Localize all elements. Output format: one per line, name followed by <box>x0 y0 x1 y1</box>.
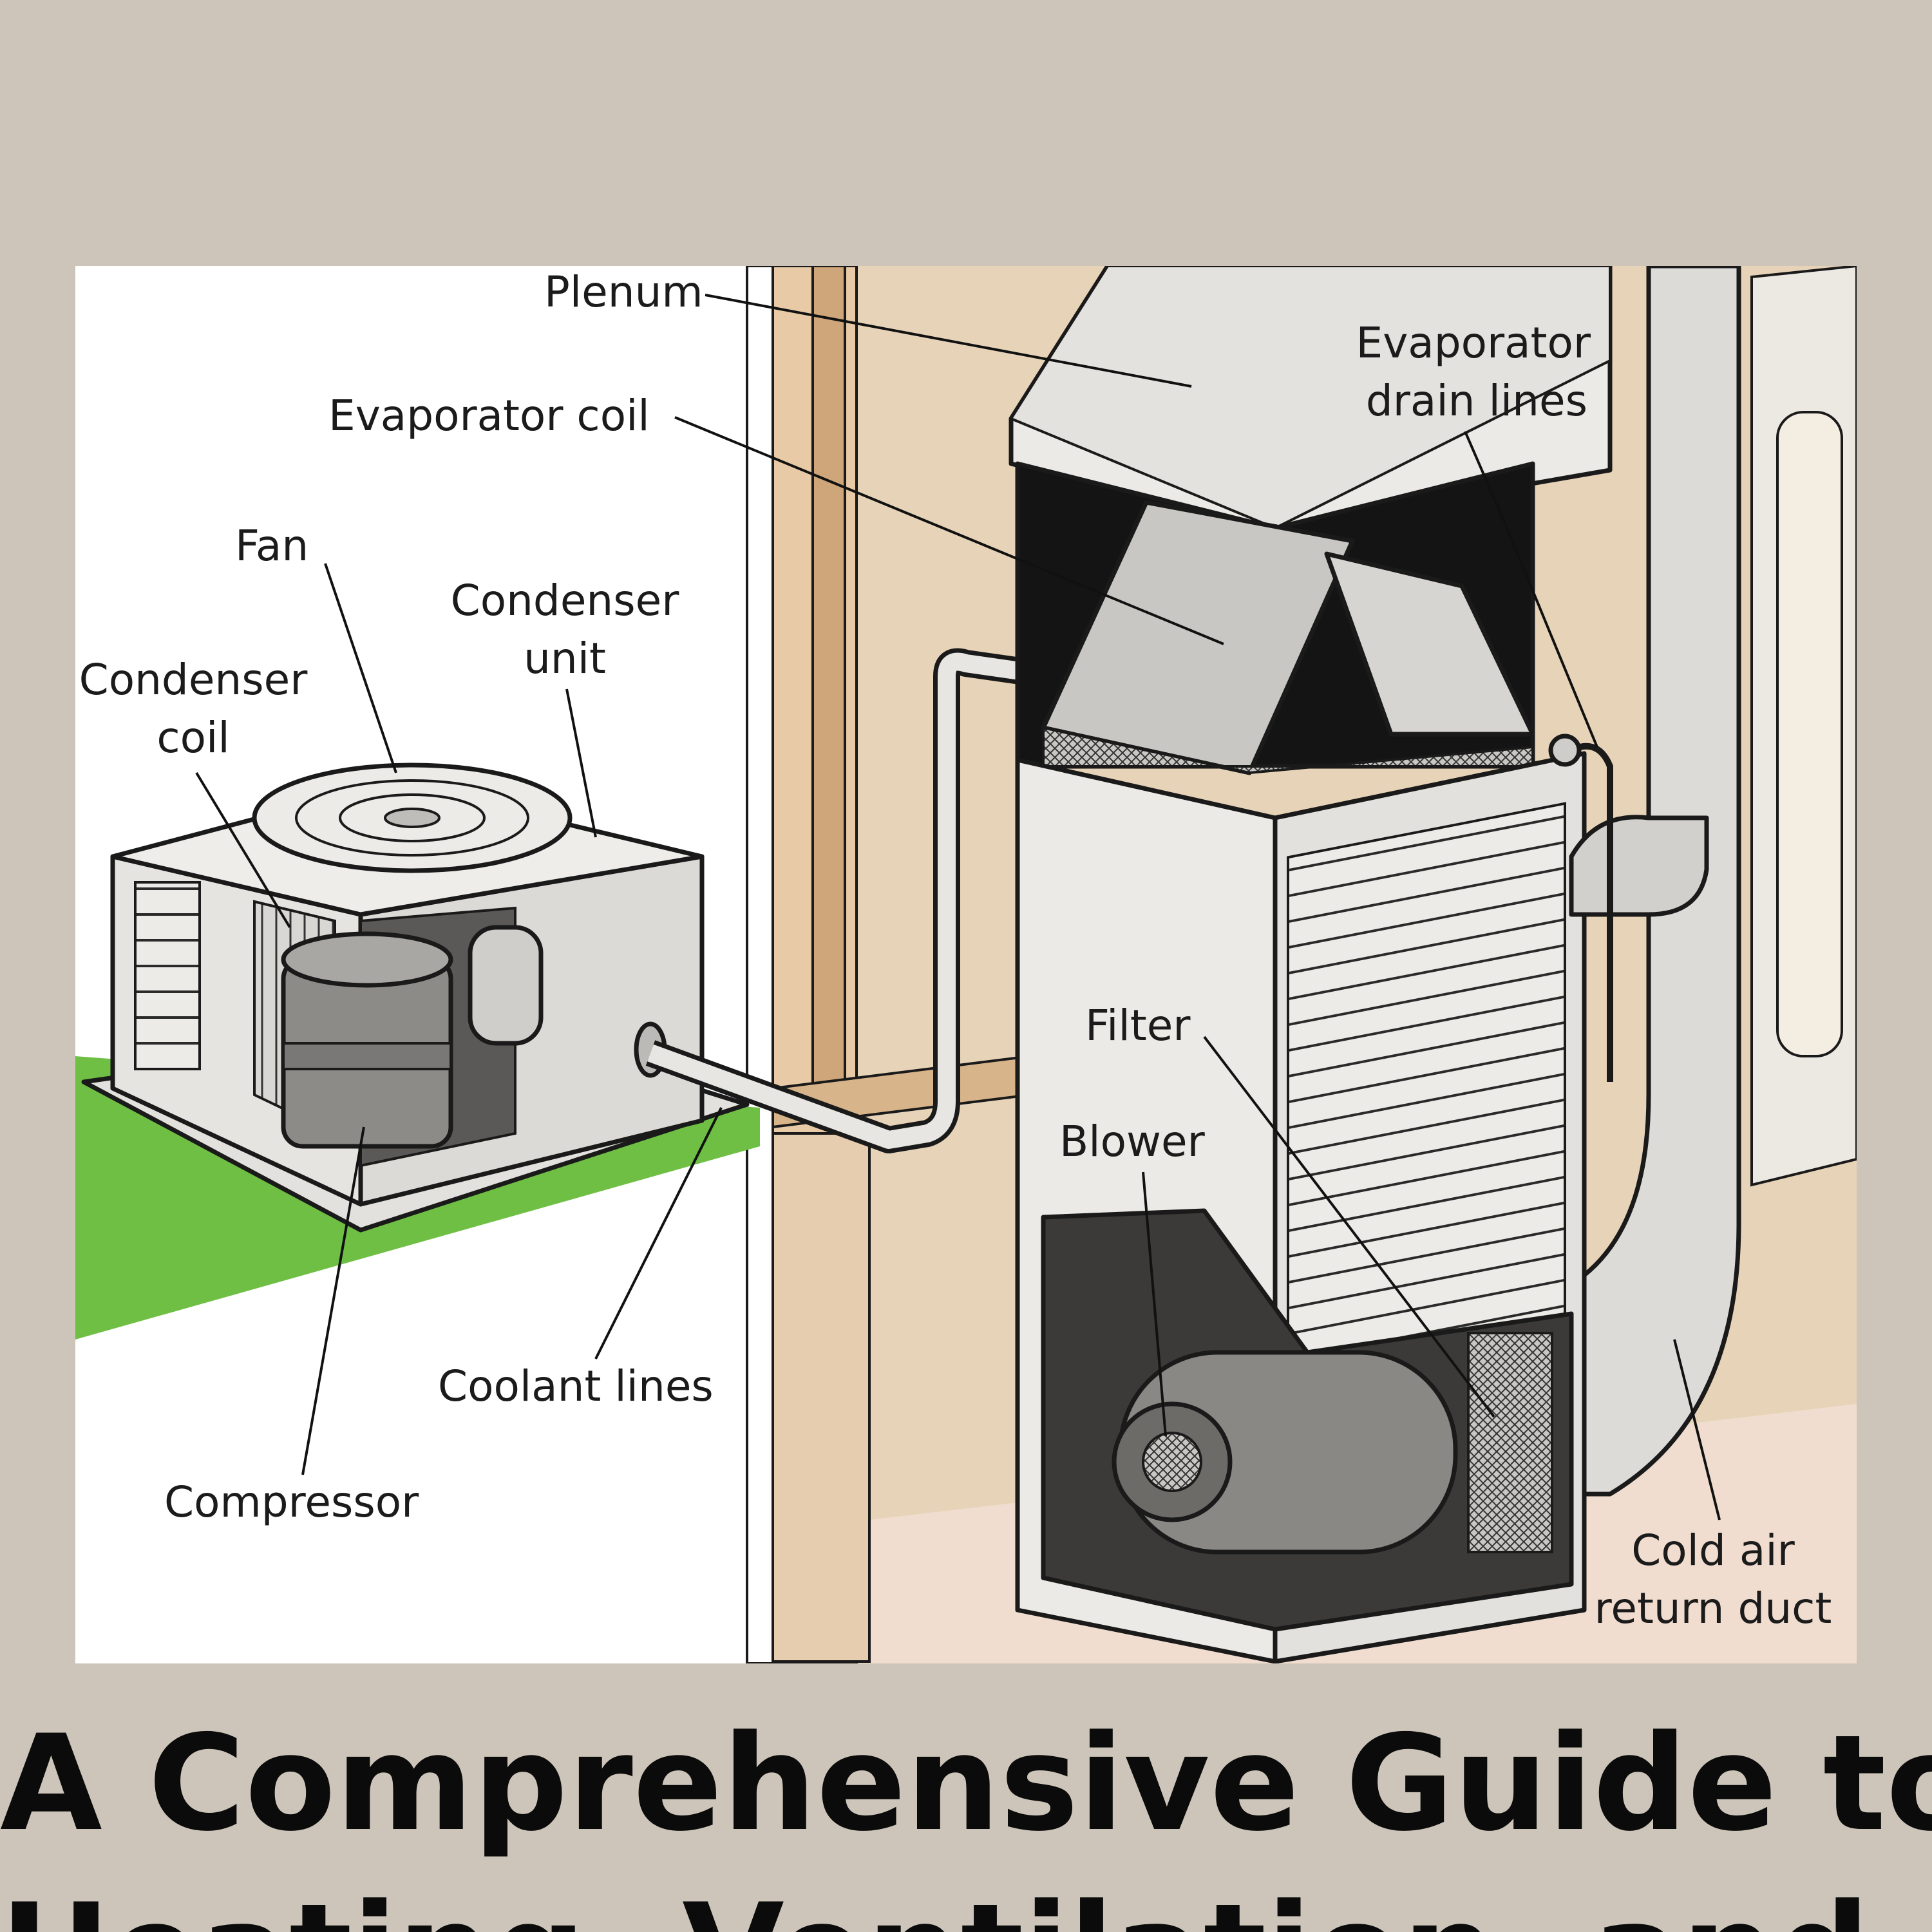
blower-hub <box>1142 1432 1202 1492</box>
label-cold-air-return-duct-2: return duct <box>1595 1584 1832 1633</box>
leader-lines <box>195 294 1721 1520</box>
drain-line-fitting <box>1548 734 1582 767</box>
label-filter: Filter <box>1085 1001 1191 1050</box>
coolant-line-inner <box>647 652 1057 1149</box>
compressor-band <box>282 1042 452 1070</box>
label-cold-air-return-duct-1: Cold air <box>1631 1526 1795 1575</box>
caption-line-2: Heating, Ventilation, and Air <box>0 1887 1932 1932</box>
compressor-top <box>281 931 453 988</box>
fan-ring-1 <box>295 779 529 857</box>
fan-hub <box>384 808 440 828</box>
diagram-labels: Plenum Evaporator coil Evaporator drain … <box>79 267 1832 1633</box>
label-evaporator-drain-lines-2: drain lines <box>1366 376 1587 426</box>
evaporator-coil-right <box>1324 551 1535 737</box>
label-condenser-unit-2: unit <box>524 634 606 683</box>
label-compressor: Compressor <box>164 1477 419 1527</box>
plenum-top-face <box>1009 266 1611 530</box>
label-condenser-coil-1: Condenser <box>79 655 308 705</box>
blower-filter-media <box>1467 1332 1553 1553</box>
label-condenser-unit-1: Condenser <box>451 576 680 625</box>
label-plenum: Plenum <box>544 267 703 317</box>
label-condenser-coil-2: coil <box>156 713 229 762</box>
label-evaporator-coil: Evaporator coil <box>328 391 650 440</box>
wall-stud-edge <box>811 266 846 1098</box>
label-evaporator-drain-lines-1: Evaporator <box>1356 318 1591 368</box>
label-blower: Blower <box>1059 1117 1206 1166</box>
return-duct-elbow <box>1569 815 1709 917</box>
wall-window <box>1776 411 1843 1057</box>
condenser-side-panel <box>468 925 544 1046</box>
condenser-side-louvers <box>134 881 201 1070</box>
foundation-wall <box>772 1132 871 1663</box>
wall-siding-edge <box>746 266 774 1663</box>
fan-ring-2 <box>339 793 486 842</box>
caption-line-1: A Comprehensive Guide to <box>0 1707 1932 1861</box>
label-coolant-lines: Coolant lines <box>438 1361 714 1411</box>
filter-louvers <box>1287 802 1566 1374</box>
label-fan: Fan <box>235 521 308 571</box>
evaporator-coil-base <box>1042 726 1534 775</box>
